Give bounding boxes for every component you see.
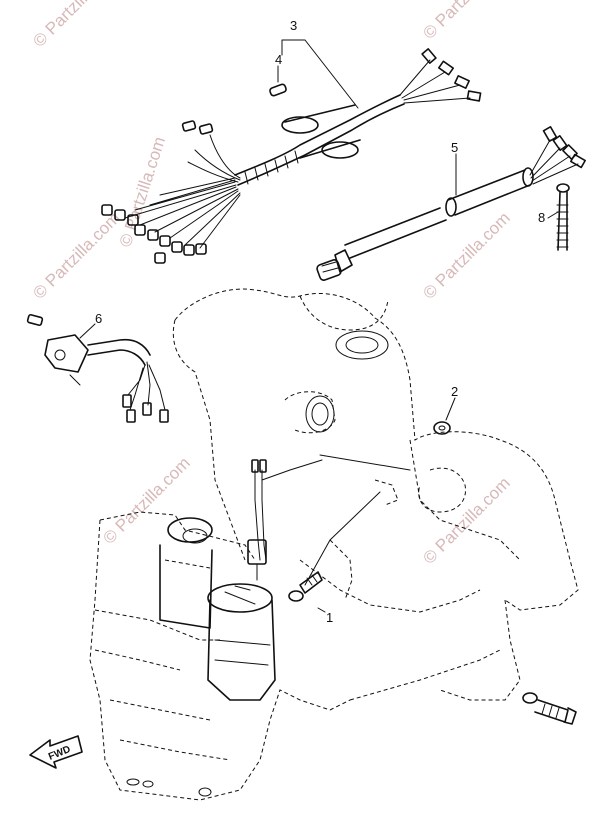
watermark-mid-left: © Partzilla.com: [29, 208, 123, 302]
forward-direction-arrow: FWD: [29, 735, 83, 769]
watermark-lower-right: © Partzilla.com: [419, 473, 513, 567]
bolt-bottom-right: [522, 692, 577, 725]
swivel-bracket-outline: [172, 288, 579, 701]
wire-harness: [101, 48, 482, 264]
callout-8: 8: [538, 210, 545, 225]
watermark-mid-right: © Partzilla.com: [419, 208, 513, 302]
watermark-vertical: © Partzilla.com: [116, 134, 169, 249]
watermark-top-right: © Partzilla.com: [419, 0, 513, 43]
grommet-part-2: [433, 421, 451, 435]
watermark-top-left: © Partzilla.com: [29, 0, 123, 51]
callout-4: 4: [275, 52, 282, 67]
callout-5: 5: [451, 140, 458, 155]
callouts: 3 4 5 8 6 2 1: [95, 18, 545, 625]
screw-part-1: [288, 571, 323, 602]
harness-connectors-left: [101, 204, 207, 264]
callout-1: 1: [326, 610, 333, 625]
watermarks: © Partzilla.com © Partzilla.com © Partzi…: [29, 0, 513, 568]
callout-3: 3: [290, 18, 297, 33]
callout-2: 2: [451, 384, 458, 399]
bolt-part-8: [556, 183, 570, 251]
watermark-center: © Partzilla.com: [99, 453, 193, 547]
extension-lead: [316, 126, 586, 281]
trim-tilt-unit-outline: [89, 511, 501, 801]
leader-lines: [79, 39, 559, 613]
fuse-part: [269, 83, 287, 97]
callout-6: 6: [95, 311, 102, 326]
motor-leads: [247, 459, 267, 581]
trim-sensor: [26, 313, 169, 423]
